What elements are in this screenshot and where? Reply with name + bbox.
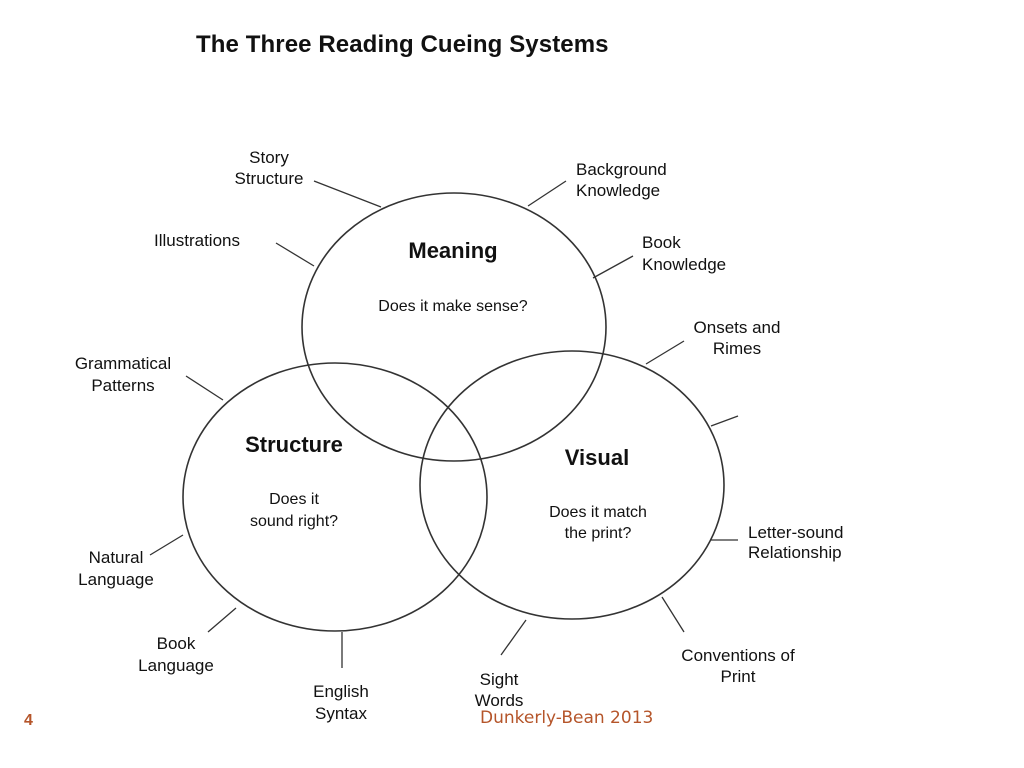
leader-book-language <box>207 607 237 633</box>
visual-question-line-1: Does it match <box>549 504 647 521</box>
cue-natural-language-line-1: Natural <box>89 548 144 567</box>
cue-sight-words-line-2: Words <box>475 691 524 710</box>
cue-english-syntax-line-2: Syntax <box>315 704 367 723</box>
visual-question-line-2: the print? <box>565 525 632 542</box>
cue-letter-sound-line-2: Relationship <box>748 543 842 562</box>
slide-number: 4 <box>24 712 33 729</box>
cue-onsets-rimes-line-1: Onsets and <box>694 318 781 337</box>
credit-text: Dunkerly-Bean 2013 <box>480 708 654 728</box>
cue-conventions-print-line-1: Conventions of <box>681 646 795 665</box>
structure-question-line-2: sound right? <box>250 513 338 530</box>
meaning-title: Meaning <box>408 238 497 263</box>
cue-letter-sound-line-1: Letter-sound <box>748 523 843 542</box>
cue-background-knowledge-line-1: Background <box>576 160 667 179</box>
meaning-circle <box>301 192 607 462</box>
cue-grammatical-patterns-line-2: Patterns <box>91 376 154 395</box>
cue-book-knowledge-line-1: Book <box>642 233 681 252</box>
meaning-question: Does it make sense? <box>378 298 528 315</box>
cue-background-knowledge-line-2: Knowledge <box>576 181 660 200</box>
cue-book-language-line-2: Language <box>138 656 214 675</box>
leader-background-knowledge <box>527 180 567 207</box>
leader-story-structure <box>313 180 382 208</box>
leader-book-knowledge <box>592 255 634 279</box>
cue-onsets-rimes-line-2: Rimes <box>713 339 761 358</box>
structure-title: Structure <box>245 432 343 457</box>
page-title: The Three Reading Cueing Systems <box>196 31 609 58</box>
leader-onsets-rimes <box>645 340 685 365</box>
cue-conventions-print-line-2: Print <box>721 667 756 686</box>
structure-question-line-1: Does it <box>269 491 319 508</box>
leader-conventions-print <box>661 596 685 633</box>
structure-circle <box>182 362 488 632</box>
cue-illustrations: Illustrations <box>154 231 240 250</box>
cue-story-structure-line-2: Structure <box>235 169 304 188</box>
leader-sight-words <box>500 619 527 656</box>
leader-grammatical-patterns <box>185 375 224 401</box>
cue-grammatical-patterns-line-1: Grammatical <box>75 354 171 373</box>
leader-natural-language <box>149 534 184 556</box>
cue-sight-words-line-1: Sight <box>480 670 519 689</box>
cue-book-language-line-1: Book <box>157 634 196 653</box>
visual-title: Visual <box>565 445 629 470</box>
cue-english-syntax-line-1: English <box>313 682 369 701</box>
cue-book-knowledge-line-2: Knowledge <box>642 255 726 274</box>
visual-circle <box>419 350 725 620</box>
leader-unlabeled <box>710 415 739 427</box>
leader-illustrations <box>275 242 315 267</box>
cue-natural-language-line-2: Language <box>78 570 154 589</box>
cue-story-structure-line-1: Story <box>249 148 289 167</box>
